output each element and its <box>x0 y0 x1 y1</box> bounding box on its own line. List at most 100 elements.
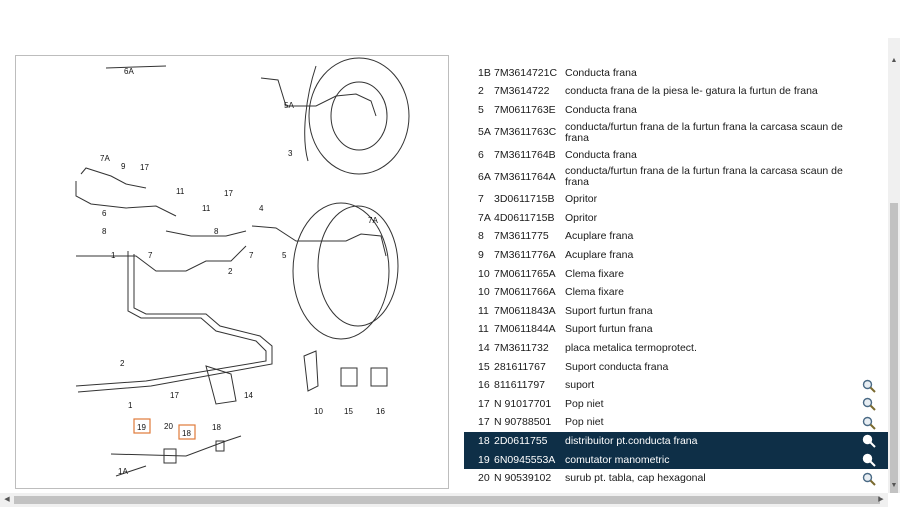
callout: 9 <box>121 162 126 171</box>
part-number: 7M0611843A <box>494 304 556 317</box>
part-position: 18 <box>478 434 490 447</box>
part-number: 3D0611715B <box>494 193 555 206</box>
upper-wheel <box>308 57 410 175</box>
part-description: conducta/furtun frana de la furtun frana… <box>565 120 843 144</box>
callout: 6 <box>102 209 107 218</box>
part-position: 10 <box>478 286 490 299</box>
part-description: Opritor <box>565 193 598 206</box>
scroll-right-icon[interactable]: ▶ <box>878 496 884 503</box>
callout: 11 <box>176 187 185 196</box>
part-position: 11 <box>478 304 489 317</box>
horizontal-scroll-thumb[interactable] <box>14 496 880 504</box>
part-number: 7M0611844A <box>494 323 556 336</box>
part-description: Suport conducta frana <box>565 360 669 373</box>
part-position: 20 <box>478 472 490 485</box>
part-position: 17 <box>478 397 490 410</box>
callout: 8 <box>102 227 107 236</box>
vertical-scrollbar[interactable]: ▲ ▼ <box>888 38 900 493</box>
part-number: 7M3614721C <box>494 66 558 79</box>
callout: 17 <box>170 391 179 400</box>
callout: 19 <box>137 423 146 432</box>
part-description: distribuitor pt.conducta frana <box>565 434 698 447</box>
callout: 16 <box>376 407 385 416</box>
callout: 5 <box>282 251 287 260</box>
scroll-down-icon[interactable]: ▼ <box>890 482 898 489</box>
part-position: 6A <box>478 170 491 183</box>
part-position: 10 <box>478 267 490 280</box>
magnifier-icon[interactable] <box>862 397 876 412</box>
part-number: 7M0611763E <box>494 103 556 116</box>
part-description: Conducta frana <box>565 103 637 116</box>
part-position: 1B <box>478 66 491 79</box>
part-position: 7A <box>478 211 491 224</box>
parts-row[interactable]: 20 N 90539102 surub pt. tabla, cap hexagon… <box>464 469 888 488</box>
magnifier-icon[interactable] <box>862 416 876 430</box>
part-description: Conducta frana <box>565 66 637 79</box>
callout: 1 <box>128 401 133 410</box>
parts-row[interactable]: 10 7M0611766A Clema fixare <box>464 283 888 302</box>
part-description: conducta/furtun frana de la furtun frana… <box>565 165 843 189</box>
callout: 8 <box>214 227 219 236</box>
magnifier-icon[interactable] <box>862 453 876 467</box>
part-number: 7M3614722 <box>494 85 550 98</box>
scroll-left-icon[interactable]: ◀ <box>4 496 10 503</box>
part-description: surub pt. tabla, cap hexagonal <box>565 472 706 485</box>
vertical-scroll-thumb[interactable] <box>890 203 898 493</box>
part-number: 811611797 <box>494 379 545 392</box>
part-description: Clema fixare <box>565 267 624 280</box>
callout: 20 <box>164 422 173 431</box>
part-number: 7M0611766A <box>494 286 556 299</box>
part-number: 7M3611775 <box>494 230 549 243</box>
part-position: 5A <box>478 126 491 139</box>
lower-wheel <box>292 202 390 340</box>
part-description: Acuplare frana <box>565 248 634 261</box>
part-number: 6N0945553A <box>494 453 556 466</box>
part-description: Pop niet <box>565 397 604 410</box>
part-position: 17 <box>478 416 490 429</box>
callout: 7A <box>368 216 378 225</box>
callout: 14 <box>244 391 253 400</box>
part-description: comutator manometric <box>565 453 670 466</box>
part-position: 14 <box>478 341 490 354</box>
part-number: N 90539102 <box>494 472 552 485</box>
callout: 6A <box>124 67 134 76</box>
upper-wheel-arc <box>304 65 317 162</box>
part-description: Acuplare frana <box>565 230 634 243</box>
scroll-up-icon[interactable]: ▲ <box>890 57 898 64</box>
part-number: 7M3611764A <box>494 170 556 183</box>
callout: 2 <box>120 359 125 368</box>
callout: 15 <box>344 407 353 416</box>
diagram-panel: 6A 5A 7A 9 17 11 6 8 1 7 2 3 5 4 11 17 7… <box>15 55 449 489</box>
horizontal-scrollbar[interactable]: ◀ ▶ <box>0 493 888 507</box>
part-description: Clema fixare <box>565 286 624 299</box>
parts-row[interactable]: 19 6N0945553A comutator manometric <box>464 450 888 470</box>
part-position: 19 <box>478 453 490 466</box>
magnifier-icon[interactable] <box>862 434 876 449</box>
part-position: 6 <box>478 148 484 161</box>
magnifier-icon[interactable] <box>862 472 876 486</box>
callout: 2 <box>228 267 233 276</box>
part-description: conducta frana de la piesa le- gatura la… <box>565 85 818 98</box>
callout: 10 <box>314 407 323 416</box>
magnifier-icon[interactable] <box>862 379 876 393</box>
